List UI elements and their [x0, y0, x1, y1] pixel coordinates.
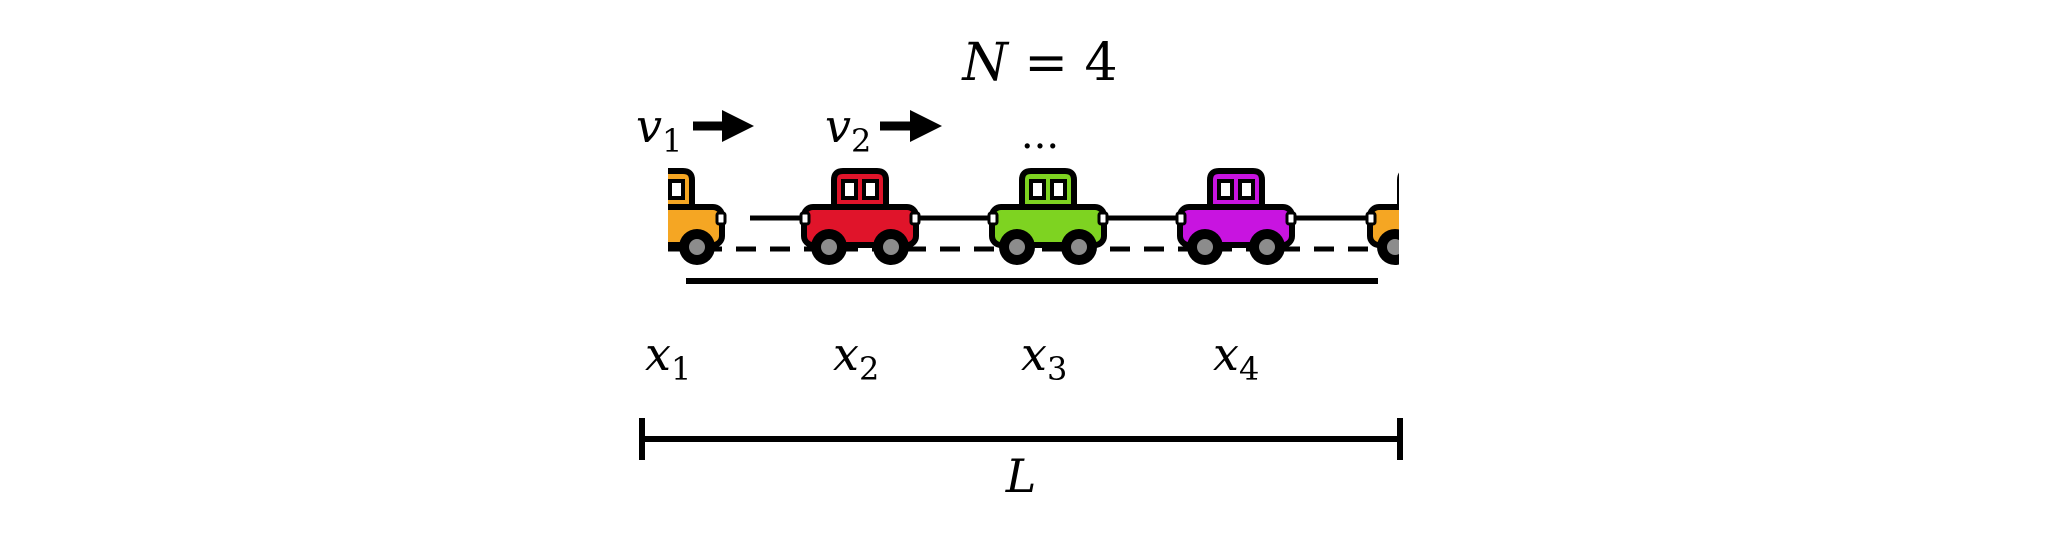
- position-label-4: x4: [1213, 327, 1259, 388]
- car-3: [987, 168, 1109, 265]
- car-2-window-left: [841, 179, 858, 200]
- car-wrap-window-left: [1409, 181, 1422, 198]
- car-1-front-wheel: [679, 229, 715, 265]
- car-3-rear-light: [987, 211, 999, 226]
- car-1-front-light: [715, 211, 727, 226]
- length-bracket: [639, 418, 1403, 460]
- car-1-window-left: [649, 181, 662, 198]
- car-1-rear-wheel: [617, 229, 653, 265]
- velocity-label-2: v2: [825, 99, 942, 160]
- car-2: [799, 168, 921, 265]
- car-3-window-right: [1050, 179, 1067, 200]
- car-3-front-light: [1097, 211, 1109, 226]
- car-1-rear-light: [607, 213, 615, 224]
- car-wrap: [1365, 172, 1485, 265]
- car-4-front-wheel: [1249, 229, 1285, 265]
- length-label: L: [1005, 449, 1037, 503]
- ellipsis-text: ...: [1021, 112, 1059, 158]
- car-4-front-light: [1285, 211, 1297, 226]
- car-wrap-front-wheel: [1439, 229, 1475, 265]
- car-4-rear-wheel: [1187, 229, 1223, 265]
- car-2-front-wheel: [873, 229, 909, 265]
- car-2-window-right: [862, 179, 879, 200]
- car-1-window-right: [668, 179, 685, 200]
- car-wrap-rear-light: [1365, 211, 1377, 226]
- title-text: N = 4: [960, 33, 1117, 93]
- velocity-arrow-2-icon: [880, 110, 942, 142]
- velocity-label-1: v1: [636, 99, 754, 160]
- car-3-rear-wheel: [999, 229, 1035, 265]
- car-wrap-rear-wheel: [1377, 229, 1399, 265]
- car-2-rear-light: [799, 211, 811, 226]
- cars-layer: [607, 168, 1485, 265]
- svg-text:v2: v2: [825, 99, 871, 160]
- car-2-rear-wheel: [811, 229, 847, 265]
- car-1: [607, 168, 727, 265]
- svg-text:v1: v1: [636, 99, 682, 160]
- car-4-rear-light: [1175, 211, 1187, 226]
- car-4: [1175, 168, 1297, 265]
- car-3-window-left: [1029, 179, 1046, 200]
- velocity-arrow-1-icon: [693, 110, 754, 142]
- position-label-3: x3: [1021, 327, 1067, 388]
- car-wrap-front-light: [1477, 213, 1485, 224]
- car-4-window-left: [1217, 179, 1234, 200]
- position-label-1: x1: [645, 327, 691, 388]
- car-wrap-window-right: [1430, 181, 1443, 198]
- car-4-window-right: [1238, 179, 1255, 200]
- car-2-front-light: [909, 211, 921, 226]
- car-3-front-wheel: [1061, 229, 1097, 265]
- road: [607, 168, 1485, 265]
- position-label-2: x2: [833, 327, 879, 388]
